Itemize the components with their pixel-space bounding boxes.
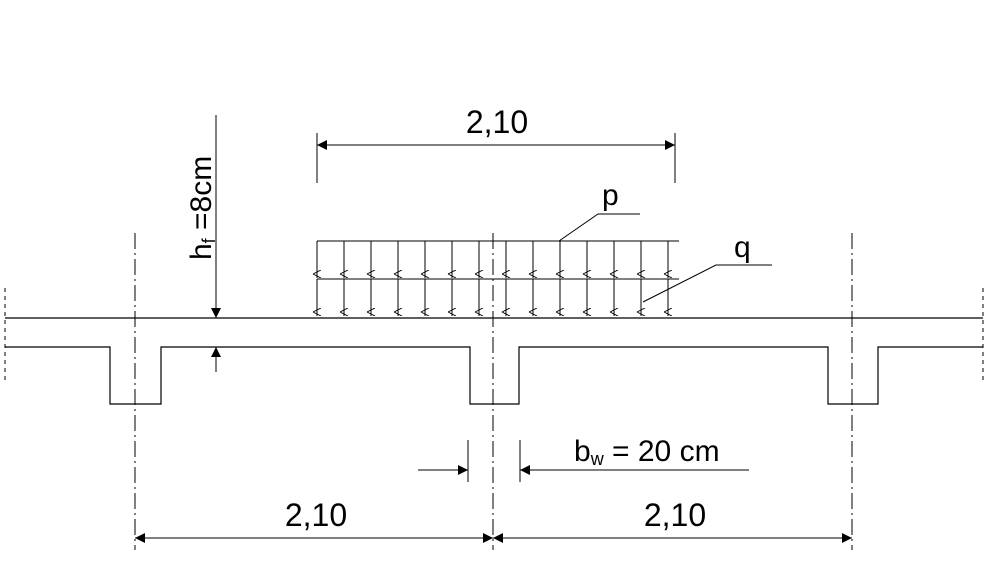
web-width-label: bw = 20 cm xyxy=(574,435,720,469)
rib-axes xyxy=(134,233,853,550)
distributed-loads xyxy=(317,240,679,316)
flange-label-main: h xyxy=(185,243,218,260)
live-load-leader xyxy=(558,213,640,242)
flange-thickness-dimension: hf =8cm xyxy=(185,115,221,372)
top-dim-text: 2,10 xyxy=(466,104,528,140)
live-load-label: p xyxy=(602,179,619,212)
slab-section xyxy=(4,288,984,405)
slab-bottom-outline xyxy=(5,346,983,405)
web-label-sub: w xyxy=(590,449,605,469)
flange-thickness-label: hf =8cm xyxy=(185,156,219,260)
dead-load-label: q xyxy=(734,231,751,264)
span-left-text: 2,10 xyxy=(285,497,347,533)
flange-label-value: =8cm xyxy=(185,156,218,239)
dead-load-leader xyxy=(642,264,772,303)
load-labels: p q xyxy=(558,179,772,303)
bottom-span-dimensions: 2,10 2,10 xyxy=(135,497,852,543)
web-label-main: b xyxy=(574,435,591,468)
top-dimension: 2,10 xyxy=(316,104,676,183)
web-label-value: = 20 cm xyxy=(604,435,720,468)
span-right-text: 2,10 xyxy=(644,497,706,533)
web-width-dimension: bw = 20 cm xyxy=(418,435,749,482)
flange-label-sub: f xyxy=(199,237,219,243)
